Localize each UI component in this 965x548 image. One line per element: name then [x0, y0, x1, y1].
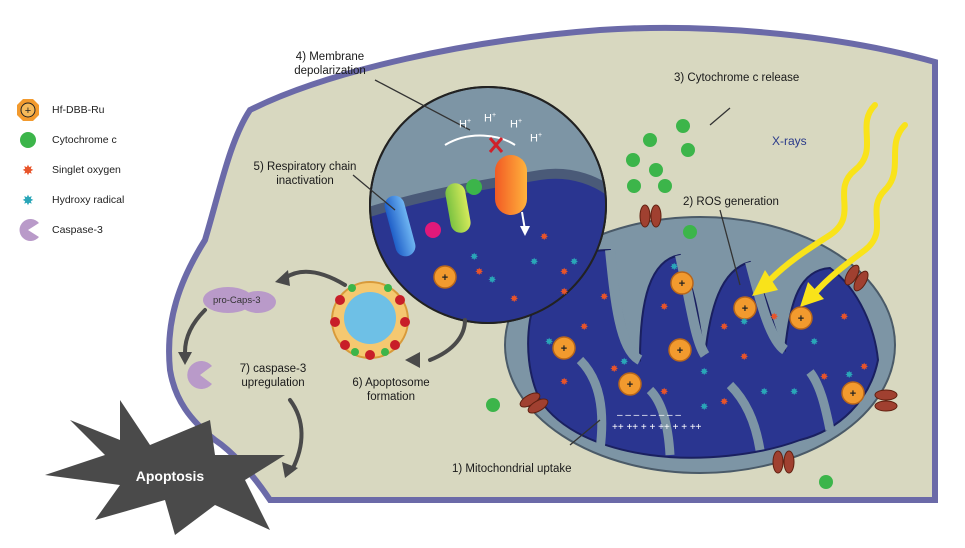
apoptosis-label: Apoptosis	[135, 468, 205, 484]
svg-text:✸: ✸	[740, 352, 748, 363]
svg-text:+: +	[679, 278, 685, 290]
svg-text:✸: ✸	[720, 322, 728, 333]
cytochrome-c-dots	[486, 119, 833, 489]
svg-text:✸: ✸	[510, 294, 518, 305]
complex-protein-green	[445, 183, 471, 233]
nanoparticle-plus: + + + + + + + +	[442, 272, 856, 400]
svg-text:✸: ✸	[840, 312, 848, 323]
mitochondrion	[504, 204, 898, 474]
negative-charges: – – – – – – – –	[617, 410, 681, 421]
svg-text:✸: ✸	[740, 317, 748, 328]
apoptosome	[330, 281, 410, 360]
legend-label: Cytochrome c	[52, 134, 117, 146]
svg-text:✸: ✸	[790, 387, 798, 398]
legend-label: Hydroxy radical	[52, 194, 125, 206]
zoom-inset	[369, 86, 607, 324]
caspase-3-active	[187, 361, 212, 390]
svg-text:+: +	[25, 105, 31, 117]
svg-text:✸: ✸	[810, 337, 818, 348]
proton-label: H+	[510, 118, 523, 131]
legend-item: ✸ Singlet oxygen	[12, 155, 162, 185]
svg-text:+: +	[742, 303, 748, 315]
svg-text:+: +	[561, 343, 567, 355]
legend-item: Cytochrome c	[12, 125, 162, 155]
svg-text:✸: ✸	[760, 387, 768, 398]
atp-synthase-orange	[495, 155, 527, 215]
xrays-label: X-rays	[772, 134, 807, 148]
complex-protein-pink	[425, 222, 441, 238]
hydroxy-radical-icon: ✸	[22, 191, 34, 208]
positive-charges: ++ ++ + + ++ + + ++	[612, 422, 702, 433]
hf-dbb-ru-icon: +	[12, 97, 44, 123]
svg-text:✸: ✸	[700, 402, 708, 413]
legend-item: ✸ Hydroxy radical	[12, 185, 162, 215]
caspase-upregulation-label: 7) caspase-3 upregulation	[239, 363, 307, 389]
svg-text:✸: ✸	[488, 275, 496, 286]
respiratory-chain-label: 5) Respiratory chain inactivation	[253, 161, 357, 187]
svg-text:✸: ✸	[545, 337, 553, 348]
svg-text:✸: ✸	[610, 364, 618, 375]
pathway-arrows	[183, 269, 467, 472]
svg-text:✸: ✸	[860, 362, 868, 373]
membrane-depolarization-label: 4) Membrane depolarization	[294, 51, 366, 77]
pro-caps-label: pro-Caps-3	[213, 295, 261, 306]
singlet-oxygen-stars: ✸ ✸ ✸ ✸ ✸ ✸ ✸ ✸ ✸ ✸ ✸ ✸ ✸ ✸ ✸ ✸ ✸ ✸	[475, 232, 868, 408]
svg-text:✸: ✸	[660, 387, 668, 398]
svg-text:✸: ✸	[560, 267, 568, 278]
cytochrome-release-label: 3) Cytochrome c release	[674, 72, 800, 84]
block-cross-icon	[488, 137, 504, 153]
xray-beams	[767, 102, 908, 296]
pro-caspase-3	[203, 287, 276, 313]
svg-text:✸: ✸	[720, 397, 728, 408]
svg-text:✸: ✸	[475, 267, 483, 278]
svg-text:+: +	[442, 272, 448, 284]
cytochrome-c-icon	[12, 127, 44, 153]
legend-item: Caspase-3	[12, 215, 162, 245]
apoptosis-cell	[45, 400, 285, 535]
legend-label: Singlet oxygen	[52, 164, 121, 176]
ros-generation-label: 2) ROS generation	[683, 196, 779, 208]
callout-lines	[352, 79, 741, 446]
svg-text:✸: ✸	[580, 322, 588, 333]
svg-text:✸: ✸	[530, 257, 538, 268]
svg-text:+: +	[677, 345, 683, 357]
proton-label: H+	[530, 132, 543, 145]
proton-label: H+	[484, 112, 497, 125]
caspase-3-icon	[12, 217, 44, 243]
svg-text:✸: ✸	[540, 232, 548, 243]
hydroxy-radical-stars: ✸ ✸ ✸ ✸ ✸ ✸ ✸ ✸ ✸ ✸ ✸ ✸ ✸ ✸	[470, 252, 853, 413]
svg-text:✸: ✸	[560, 377, 568, 388]
svg-text:✸: ✸	[845, 370, 853, 381]
svg-text:✸: ✸	[570, 257, 578, 268]
mitochondrial-uptake-label: 1) Mitochondrial uptake	[452, 463, 572, 475]
cytochrome-c-dot	[466, 179, 482, 195]
legend-label: Hf-DBB-Ru	[52, 104, 105, 116]
legend: + Hf-DBB-Ru Cytochrome c ✸ Singlet oxyge…	[12, 95, 162, 245]
legend-label: Caspase-3	[52, 224, 103, 236]
complex-protein-blue	[384, 195, 416, 257]
svg-text:✸: ✸	[560, 287, 568, 298]
proton-label: H+	[459, 118, 472, 131]
svg-text:+: +	[798, 313, 804, 325]
svg-text:✸: ✸	[820, 372, 828, 383]
svg-text:✸: ✸	[470, 252, 478, 263]
apoptosome-formation-label: 6) Apoptosome formation	[352, 377, 430, 403]
svg-text:✸: ✸	[660, 302, 668, 313]
legend-item: + Hf-DBB-Ru	[12, 95, 162, 125]
svg-text:✸: ✸	[620, 357, 628, 368]
nanoparticles	[433, 265, 865, 405]
singlet-oxygen-icon: ✸	[22, 161, 34, 178]
svg-text:✸: ✸	[770, 312, 778, 323]
svg-text:✸: ✸	[700, 367, 708, 378]
svg-text:✸: ✸	[670, 262, 678, 273]
svg-text:✸: ✸	[600, 292, 608, 303]
svg-text:+: +	[850, 388, 856, 400]
svg-text:+: +	[627, 379, 633, 391]
